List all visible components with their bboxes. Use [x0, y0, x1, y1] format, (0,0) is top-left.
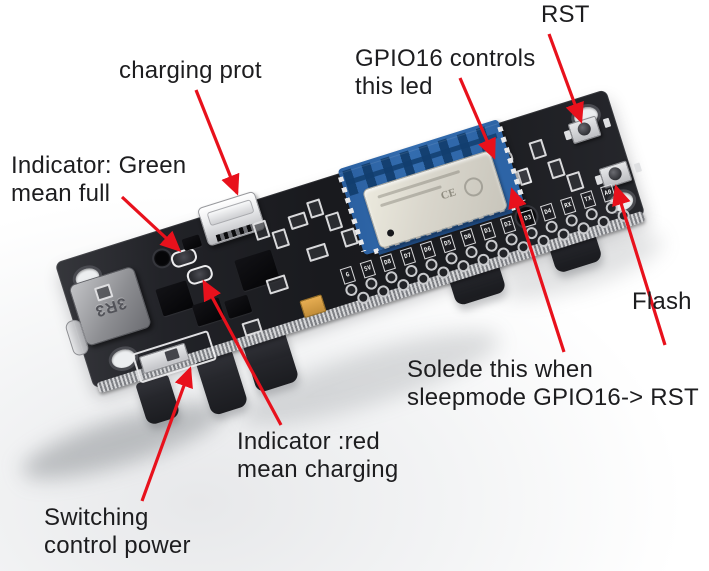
- label-switching-power: Switching control power: [44, 504, 191, 559]
- arrow-charging-port: [194, 89, 240, 196]
- label-charging-prot: charging prot: [119, 57, 262, 84]
- arrow-rst: [547, 33, 584, 124]
- arrow-red-indicator: [202, 279, 283, 426]
- label-gpio16: GPIO16 controls this led: [355, 45, 536, 100]
- label-rst: RST: [541, 1, 590, 28]
- arrow-green-indicator: [120, 195, 182, 252]
- arrow-flash: [612, 184, 667, 346]
- label-indicator-red: Indicator :red mean charging: [237, 428, 399, 483]
- label-sleepmode-jumper: Solede this when sleepmode GPIO16-> RST: [407, 356, 699, 411]
- label-indicator-green: Indicator: Green mean full: [11, 152, 187, 207]
- arrow-gpio16-led: [458, 77, 496, 160]
- label-flash: Flash: [632, 288, 692, 315]
- arrow-power-switch: [140, 366, 193, 502]
- arrow-sleepmode-jumper: [508, 187, 566, 353]
